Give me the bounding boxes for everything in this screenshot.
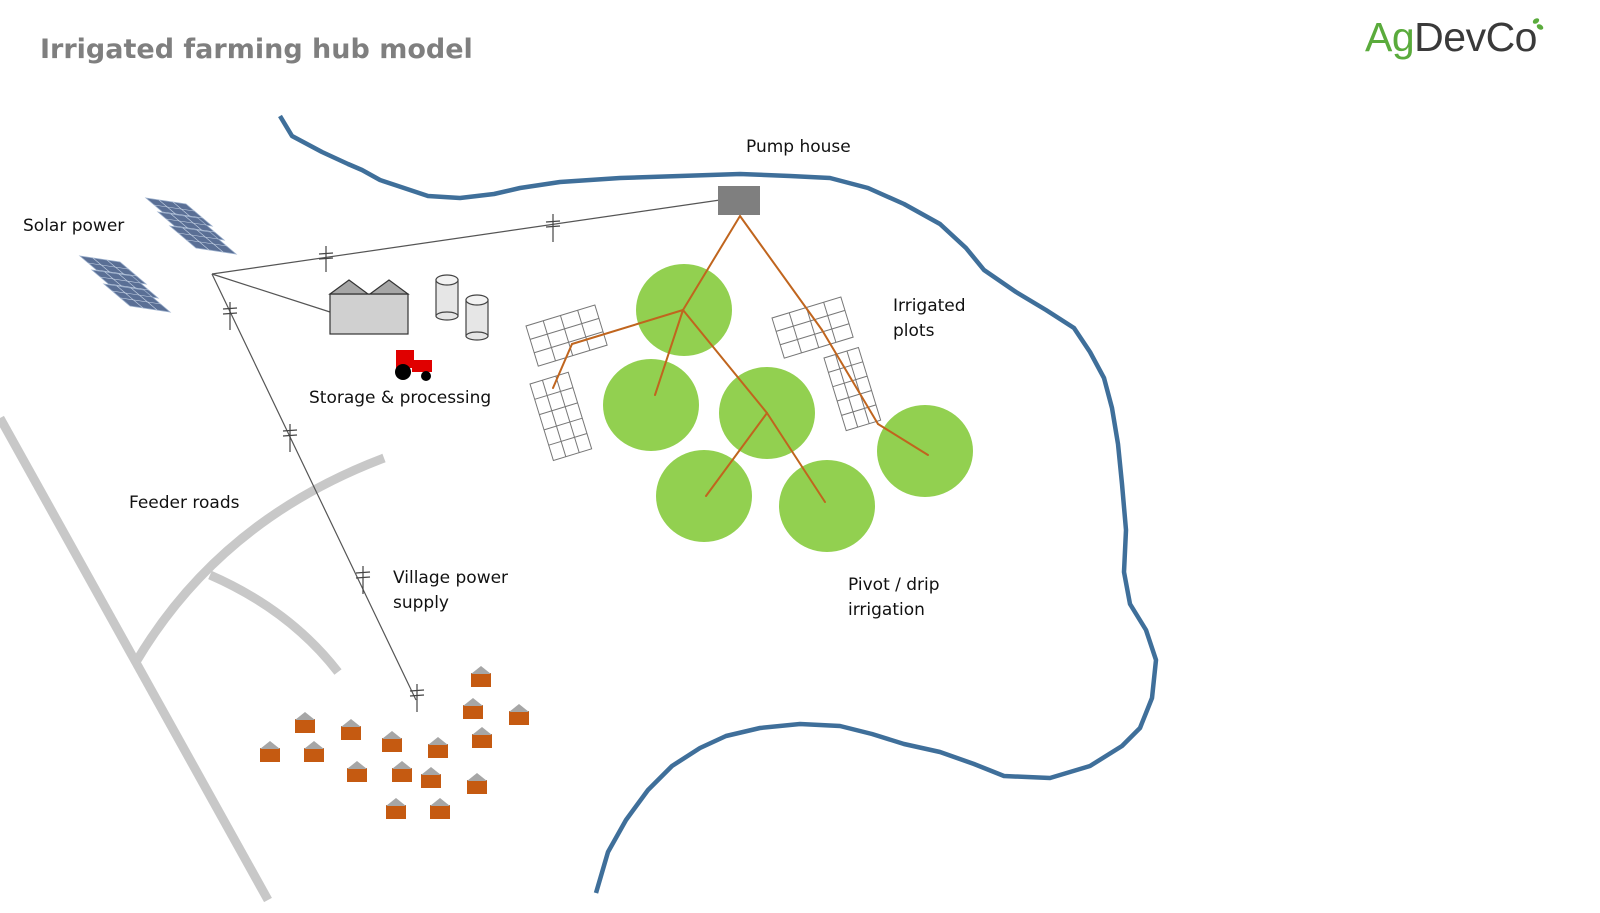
house-icon	[304, 741, 324, 762]
label-irrigated-plots-1: Irrigated	[893, 296, 966, 316]
feeder-road-2	[208, 570, 342, 675]
house-icon	[430, 798, 450, 819]
label-irrigated-plots-2: plots	[893, 321, 935, 341]
pivot-field	[877, 405, 973, 497]
pivot-fields	[603, 264, 973, 552]
house-icon	[467, 773, 487, 794]
label-storage-processing: Storage & processing	[309, 388, 492, 408]
house-icon	[421, 767, 441, 788]
power-line-to-storage	[211, 273, 331, 313]
house-icon	[471, 666, 491, 687]
power-lines	[211, 199, 721, 701]
page-title: Irrigated farming hub model	[40, 34, 473, 65]
label-pivot-2: irrigation	[848, 600, 925, 620]
agdevco-logo: AgDevCo	[1365, 14, 1537, 61]
irrigated-plots	[525, 296, 882, 462]
river	[278, 114, 1159, 894]
label-solar-power: Solar power	[23, 216, 125, 236]
logo-part-devco: DevCo	[1414, 14, 1537, 60]
village	[260, 666, 529, 819]
leaf-icon	[1532, 18, 1544, 30]
pole	[545, 214, 561, 242]
pole	[355, 566, 371, 594]
label-village-power-1: Village power	[393, 568, 509, 588]
house-icon	[509, 704, 529, 725]
warehouse-icon	[328, 279, 410, 335]
house-icon	[463, 698, 483, 719]
label-village-power-2: supply	[393, 593, 449, 613]
pole	[222, 302, 238, 330]
house-icon	[347, 761, 367, 782]
pole	[282, 424, 298, 452]
tractor-icon	[395, 350, 432, 381]
pole	[409, 684, 425, 712]
house-icon	[382, 731, 402, 752]
house-icon	[295, 712, 315, 733]
label-pivot-1: Pivot / drip	[848, 575, 940, 595]
feeder-roads	[0, 415, 386, 903]
silo-icon	[435, 274, 489, 341]
power-line-to-pump	[211, 199, 721, 275]
feeder-road-1	[132, 453, 386, 665]
irrigation-pipes	[552, 215, 929, 503]
pump-house-icon	[718, 186, 760, 215]
house-icon	[428, 737, 448, 758]
house-icon	[386, 798, 406, 819]
power-line-to-village	[211, 273, 417, 701]
house-icon	[392, 761, 412, 782]
logo-part-ag: Ag	[1365, 14, 1415, 60]
house-icon	[341, 719, 361, 740]
power-poles	[222, 214, 561, 712]
label-pump-house: Pump house	[746, 137, 851, 157]
pole	[318, 246, 334, 272]
house-icon	[472, 727, 492, 748]
pivot-field	[779, 460, 875, 552]
house-icon	[260, 741, 280, 762]
label-feeder-roads: Feeder roads	[129, 493, 240, 513]
pivot-field	[603, 359, 699, 451]
pivot-field	[656, 450, 752, 542]
